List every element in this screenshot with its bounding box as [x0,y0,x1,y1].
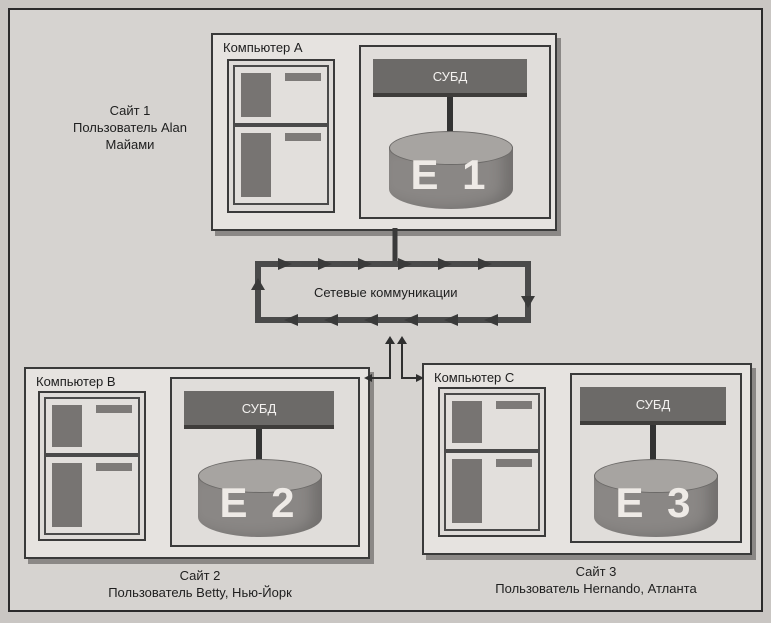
connector-line [650,425,656,469]
database-e1-icon: E 1 [389,131,513,209]
computer-b: Компьютер B СУБД E 2 [24,367,370,559]
link-arrowhead-up [397,336,407,344]
site-3-label: Сайт 3 Пользователь Hernando, Атланта [456,563,736,597]
computer-c-title: Компьютер C [434,370,515,385]
computer-c: Компьютер C СУБД E 3 [422,363,752,555]
window-pane [44,455,140,535]
database-e2-icon: E 2 [198,459,322,537]
network-arrow-up [251,278,265,290]
link-arrowhead-up [385,336,395,344]
site-1-name: Сайт 1 [109,103,151,118]
window-pane [44,397,140,455]
database-e2-label: E 2 [219,479,301,526]
computer-a: Компьютер A СУБД E 1 [211,33,557,231]
site-1-user: Пользователь Alan [73,120,187,135]
site-3-user: Пользователь Hernando, Атланта [495,581,697,596]
computer-a-title: Компьютер A [223,40,303,55]
computer-c-screen-panel [438,387,546,537]
connector-line [447,97,453,141]
computer-a-screen-panel [227,59,335,213]
site-3-name: Сайт 3 [575,564,617,579]
network-loop [255,261,531,323]
window-pane [444,393,540,451]
connector-line [256,429,262,469]
network-arrows-top [278,258,492,270]
database-e1-label: E 1 [410,151,492,198]
network-label: Сетевые коммуникации [314,285,458,300]
window-pane [233,65,329,125]
database-e3-icon: E 3 [594,459,718,537]
site-1-city: Майами [105,137,155,152]
computer-b-title: Компьютер B [36,374,116,389]
network-arrows-bottom [284,314,498,326]
computer-b-db-panel: СУБД E 2 [170,377,360,547]
window-pane [444,451,540,531]
computer-c-network-link [401,338,424,382]
site-2-name: Сайт 2 [179,568,221,583]
site-2-label: Сайт 2 Пользователь Betty, Нью-Йорк [60,567,340,601]
computer-c-dbms: СУБД [580,387,726,425]
window-pane [233,125,329,205]
site-2-user: Пользователь Betty, Нью-Йорк [108,585,292,600]
computer-b-network-link [364,338,391,382]
computer-b-dbms: СУБД [184,391,334,429]
computer-a-dbms: СУБД [373,59,527,97]
database-e3-label: E 3 [615,479,697,526]
computer-b-screen-panel [38,391,146,541]
network-arrow-down [521,296,535,308]
site-1-label: Сайт 1 Пользователь Alan Майами [40,102,220,153]
computer-c-db-panel: СУБД E 3 [570,373,742,543]
computer-a-db-panel: СУБД E 1 [359,45,551,219]
